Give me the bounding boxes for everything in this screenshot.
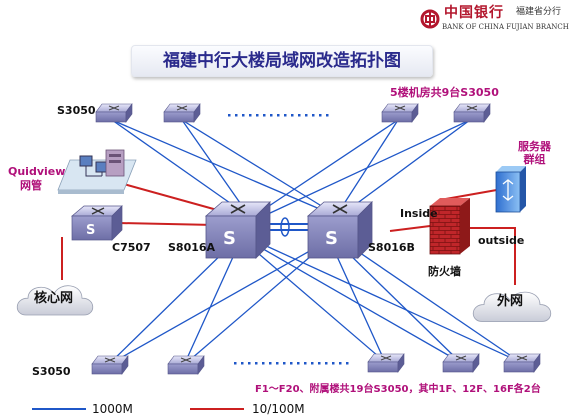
bank-branch-cn: 福建省分行 xyxy=(516,7,562,17)
title-banner: 福建中行大楼局域网改造拓扑图 xyxy=(131,45,433,77)
page-title: 福建中行大楼局域网改造拓扑图 xyxy=(163,51,401,71)
label-external-network: 外网 xyxy=(497,294,524,309)
bank-name-cn: 中国银行 xyxy=(444,5,504,21)
label-s8016a: S8016A xyxy=(168,241,216,254)
svg-text:S: S xyxy=(325,228,338,249)
switch-icon-bottom-2 xyxy=(167,355,205,375)
ellipsis-bottom xyxy=(234,362,349,365)
label-outside: outside xyxy=(478,234,525,247)
switch-icon-top-1 xyxy=(95,103,133,123)
svg-text:S: S xyxy=(223,228,236,249)
label-s8016b: S8016B xyxy=(368,241,415,254)
legend-1000m-label: 1000M xyxy=(92,402,133,416)
switch-icon-bottom-4 xyxy=(442,353,480,373)
label-floor5: 5楼机房共9台S3050 xyxy=(390,86,499,99)
bank-name-en: BANK OF CHINA FUJIAN BRANCH xyxy=(442,23,569,31)
switch-icon-s8016a: S xyxy=(204,201,271,259)
switch-icon-s8016b: S xyxy=(306,201,373,259)
label-s3050-top: S3050 xyxy=(57,104,96,117)
switch-icon-top-3 xyxy=(381,103,419,123)
server-icon xyxy=(495,166,526,213)
external-network-cloud-icon xyxy=(472,291,552,322)
switch-icon-top-4 xyxy=(453,103,491,123)
switch-icon-bottom-3 xyxy=(367,353,405,373)
label-netmgmt: 网管 xyxy=(20,179,42,192)
label-firewall: 防火墙 xyxy=(428,265,461,278)
label-core-network: 核心网 xyxy=(34,291,74,306)
bank-logo-icon xyxy=(420,9,440,29)
ellipsis-top xyxy=(228,114,329,117)
switch-icon-bottom-5 xyxy=(503,353,541,373)
label-floors-note: F1～F20、附属楼共19台S3050，其中1F、12F、16F各2台 xyxy=(255,384,541,395)
switch-icon-top-2 xyxy=(163,103,201,123)
workstation-icon xyxy=(57,149,137,194)
label-c7507: C7507 xyxy=(112,241,151,254)
switch-icon-bottom-1 xyxy=(91,355,129,375)
label-server-group: 服务器 群组 xyxy=(518,140,551,166)
svg-text:S: S xyxy=(86,223,95,238)
switch-icon-c7507: S xyxy=(71,205,123,241)
label-quidview: Quidview xyxy=(8,165,66,178)
label-inside: Inside xyxy=(400,207,438,220)
legend-10-100m-label: 10/100M xyxy=(252,402,305,416)
label-s3050-bottom: S3050 xyxy=(32,365,71,378)
links-1000m xyxy=(107,119,521,366)
core-network-cloud-icon xyxy=(16,285,94,316)
ellipsis-dots xyxy=(228,114,349,365)
firewall-icon xyxy=(429,198,470,255)
